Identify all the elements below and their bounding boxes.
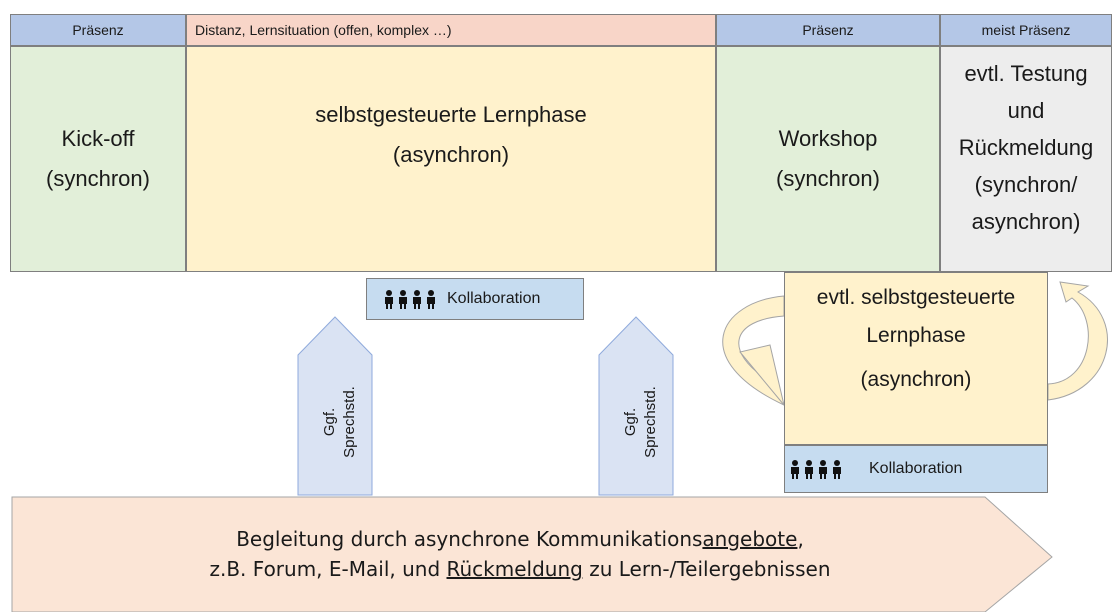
header-meist-praesenz: meist Präsenz — [940, 14, 1112, 46]
bottom-line1-suffix: , — [797, 527, 804, 551]
office-hours-right-line1: Ggf. — [622, 408, 639, 436]
bottom-line1-prefix: Begleitung durch asynchrone Kommunikatio… — [236, 527, 703, 551]
office-hours-left-line1: Ggf. — [321, 408, 338, 436]
office-hours-left-line2: Sprechstd. — [341, 386, 358, 458]
bottom-arrow-line2: z.B. Forum, E-Mail, und Rückmeldung zu L… — [40, 554, 1000, 584]
phase-workshop-mode: (synchron) — [776, 166, 880, 191]
phase-selbstgesteuert: selbstgesteuerte Lernphase (asynchron) — [186, 46, 716, 272]
people-group-icon — [383, 289, 437, 309]
phase-testung-line1: evtl. Testung — [964, 61, 1088, 86]
phase-testung-line3: Rückmeldung — [958, 135, 1094, 160]
header-praesenz-2: Präsenz — [716, 14, 940, 46]
phase-selbst-mode: (asynchron) — [392, 142, 510, 167]
phase-testung-line5: asynchron) — [971, 209, 1081, 234]
people-group-icon — [789, 459, 843, 479]
phase-selbst-title: selbstgesteuerte Lernphase — [315, 102, 587, 127]
phase-kickoff-title: Kick-off — [61, 126, 135, 151]
phase-testung-line2: und — [1007, 98, 1045, 123]
collaboration-box-top: Kollaboration — [366, 278, 584, 320]
bottom-arrow-line1: Begleitung durch asynchrone Kommunikatio… — [40, 524, 1000, 554]
collaboration-box-right: Kollaboration — [784, 445, 1048, 493]
bottom-arrow-shape — [11, 496, 1053, 612]
office-hours-arrow-right — [598, 316, 674, 496]
phase-evtl-line2: Lernphase — [866, 324, 966, 347]
header-praesenz-1: Präsenz — [10, 14, 186, 46]
cycle-arrow-left-head — [739, 344, 785, 406]
phase-evtl-line3: (asynchron) — [860, 368, 972, 391]
bottom-arrow-text: Begleitung durch asynchrone Kommunikatio… — [40, 524, 1000, 584]
cycle-arrow-right — [1047, 281, 1108, 401]
header-distanz: Distanz, Lernsituation (offen, komplex …… — [186, 14, 716, 46]
office-hours-arrow-left — [297, 316, 373, 496]
phase-kickoff-mode: (synchron) — [46, 166, 150, 191]
phase-evtl-line1: evtl. selbstgesteuerte — [816, 286, 1016, 309]
bottom-line2-prefix: z.B. Forum, E-Mail, und — [209, 557, 447, 581]
bottom-line2-underlined: Rückmeldung — [446, 557, 583, 581]
office-hours-right-line2: Sprechstd. — [642, 386, 659, 458]
collaboration-label-top: Kollaboration — [447, 290, 541, 307]
collaboration-label-right: Kollaboration — [869, 460, 963, 477]
phase-kickoff: Kick-off (synchron) — [10, 46, 186, 272]
phase-testung-line4: (synchron/ — [974, 172, 1078, 197]
phase-workshop: Workshop (synchron) — [716, 46, 940, 272]
phase-testung: evtl. Testung und Rückmeldung (synchron/… — [940, 46, 1112, 272]
phase-workshop-title: Workshop — [778, 126, 878, 151]
phase-evtl-selbstgesteuert: evtl. selbstgesteuerte Lernphase (asynch… — [784, 272, 1048, 445]
bottom-line2-suffix: zu Lern-/Teilergebnissen — [582, 557, 831, 581]
bottom-line1-underlined: angebote — [702, 527, 798, 551]
